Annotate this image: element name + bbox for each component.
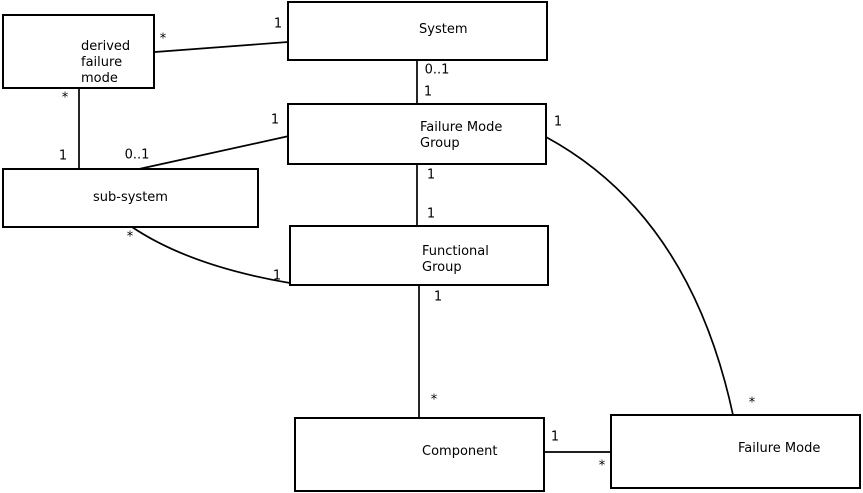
class-box-system: System [287,1,548,61]
class-box-derived-failure-mode: derived failure mode [2,14,155,89]
multiplicity-derived-to-subsystem-near-subsystem: 1 [58,148,68,164]
multiplicity-component-to-fm-near-component: 1 [550,429,560,445]
multiplicity-subsystem-to-fg-near-fg: 1 [272,268,282,284]
multiplicity-fmg-to-fg-near-fmg: 1 [426,167,436,183]
class-box-label: Failure Mode [738,441,821,456]
multiplicity-fg-to-component-near-fg: 1 [433,289,443,305]
multiplicity-derived-to-system-near-system: 1 [273,16,283,32]
class-box-functional-group: Functional Group [289,225,549,286]
class-box-label: derived failure mode [81,39,131,86]
class-box-label: Functional Group [422,244,489,275]
multiplicity-system-to-fmg-near-system: 0..1 [424,62,450,78]
connector-derived-to-system [154,41,289,53]
multiplicity-fg-to-component-near-component: * [430,392,438,408]
multiplicity-subsystem-to-fmg-near-fmg: 1 [270,112,280,128]
multiplicity-subsystem-to-fmg-near-subsystem: 0..1 [124,147,150,163]
class-box-label: System [419,22,468,37]
connector-fmg-to-fm [545,136,734,416]
connector-subsystem-to-fg [131,226,291,284]
class-box-sub-system: sub-system [2,168,259,228]
multiplicity-fmg-to-fg-near-fg: 1 [426,206,436,222]
class-box-component: Component [294,417,545,492]
multiplicity-subsystem-to-fg-near-subsystem: * [126,229,134,245]
multiplicity-fmg-to-fm-near-fm: * [748,395,756,411]
connector-subsystem-to-fmg [138,135,290,170]
class-box-label: Failure Mode Group [420,120,503,151]
class-box-failure-mode-group: Failure Mode Group [287,103,547,165]
class-box-label: Component [422,444,498,459]
class-box-label: sub-system [93,190,168,205]
multiplicity-component-to-fm-near-fm: * [598,458,606,474]
multiplicity-derived-to-system-near-derived: * [159,31,167,47]
class-box-failure-mode: Failure Mode [610,414,861,489]
multiplicity-system-to-fmg-near-fmg: 1 [423,84,433,100]
multiplicity-fmg-to-fm-near-fmg: 1 [553,114,563,130]
multiplicity-derived-to-subsystem-near-derived: * [61,90,69,106]
